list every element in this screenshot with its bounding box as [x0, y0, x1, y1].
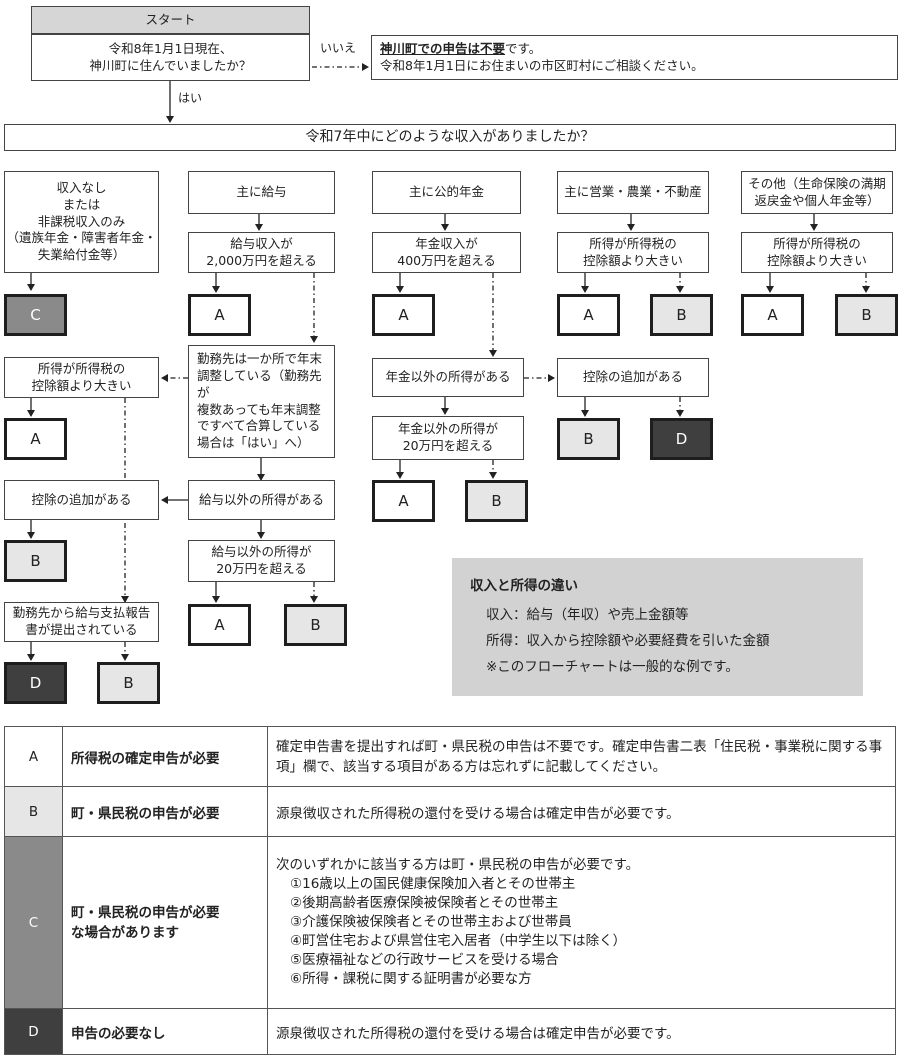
legend-key-b: B [4, 786, 63, 837]
business-income-exceeds: 所得が所得税の 控除額より大きい [557, 232, 709, 273]
result-a-pension-2: A [372, 480, 435, 522]
note-line-2: 所得：収入から控除額や必要経費を引いた金額 [486, 633, 770, 649]
not-required-bold: 神川町での申告は不要 [380, 40, 506, 56]
legend-desc-a: 確定申告書を提出すれば町・県民税の申告は不要です。確定申告書二表「住民税・事業税… [267, 726, 896, 787]
note-line-1: 収入：給与（年収）や売上金額等 [486, 607, 689, 623]
list-item: ⑥所得・課税に関する証明書が必要な方 [290, 971, 532, 987]
pension-other-over-20: 年金以外の所得が 20万円を超える [372, 416, 524, 460]
result-a-business: A [557, 294, 620, 336]
legend-desc-c: 次のいずれかに該当する方は町・県民税の申告が必要です。 ①16歳以上の国民健康保… [267, 836, 896, 1009]
other-income-exceeds: 所得が所得税の 控除額より大きい [741, 232, 893, 273]
not-required-box: 神川町での申告は不要です。 令和8年1月1日にお住まいの市区町村にご相談ください… [371, 35, 898, 80]
salary-year-end-adjust: 勤務先は一か所で年末 調整している（勤務先が 複数あっても年末調整 ですべて合算… [188, 345, 335, 458]
yes-label: はい [178, 91, 203, 105]
note-line-3: ※このフローチャートは一般的な例です。 [486, 659, 739, 675]
result-a-salary-2: A [4, 418, 67, 460]
salary-over-2000: 給与収入が 2,000万円を超える [188, 232, 335, 273]
result-a-pension: A [372, 294, 435, 336]
result-a-salary: A [188, 294, 251, 336]
result-b-business: B [650, 294, 713, 336]
category-salary: 主に給与 [188, 171, 335, 214]
table-row: B 町・県民税の申告が必要 源泉徴収された所得税の還付を受ける場合は確定申告が必… [4, 786, 896, 837]
result-b-salary-deduction: B [4, 540, 67, 582]
salary-other-income: 給与以外の所得がある [188, 480, 335, 520]
list-item: ⑤医療福祉などの行政サービスを受ける場合 [290, 952, 559, 968]
legend-c-intro: 次のいずれかに該当する方は町・県民税の申告が必要です。 [276, 857, 640, 873]
main-question: 令和7年中にどのような収入がありましたか？ [4, 124, 896, 151]
start-question: 令和8年1月1日現在、 神川町に住んでいましたか？ [31, 34, 310, 81]
pension-other-income: 年金以外の所得がある [372, 358, 524, 397]
legend-title-d: 申告の必要なし [62, 1008, 268, 1055]
legend-key-d: D [4, 1008, 63, 1055]
salary-income-exceeds: 所得が所得税の 控除額より大きい [4, 357, 159, 398]
income-vs-earnings-note: 収入と所得の違い 収入：給与（年収）や売上金額等 所得：収入から控除額や必要経費… [452, 558, 863, 696]
legend-title-b: 町・県民税の申告が必要 [62, 786, 268, 837]
list-item: ④町営住宅および県営住宅入居者（中学生以下は除く） [290, 933, 627, 949]
list-item: ③介護保険被保険者とその世帯主および世帯員 [290, 914, 572, 930]
no-label: いいえ [320, 41, 357, 55]
start-label: スタート [31, 6, 310, 34]
consult-text: 令和8年1月1日にお住まいの市区町村にご相談ください。 [380, 57, 704, 73]
result-d-salary: D [4, 662, 67, 704]
result-b-other: B [835, 294, 898, 336]
result-c: C [4, 294, 67, 336]
result-a-other: A [741, 294, 804, 336]
category-none: 収入なし または 非課税収入のみ （遺族年金・障害者年金・ 失業給付金等） [4, 171, 159, 273]
category-other: その他（生命保険の満期 返戻金や個人年金等） [741, 171, 893, 214]
category-business: 主に営業・農業・不動産 [557, 171, 709, 214]
salary-other-over-20: 給与以外の所得が 20万円を超える [188, 540, 335, 582]
result-b-pension-2: B [465, 480, 528, 522]
legend-key-c: C [4, 836, 63, 1009]
result-b-salary-3: B [97, 662, 160, 704]
list-item: ②後期高齢者医療保険被保険者とその世帯主 [290, 895, 559, 911]
table-row: D 申告の必要なし 源泉徴収された所得税の還付を受ける場合は確定申告が必要です。 [4, 1008, 896, 1055]
table-row: A 所得税の確定申告が必要 確定申告書を提出すれば町・県民税の申告は不要です。確… [4, 726, 896, 787]
legend-desc-b: 源泉徴収された所得税の還付を受ける場合は確定申告が必要です。 [267, 786, 896, 837]
salary-deduction: 控除の追加がある [4, 480, 159, 520]
table-row: C 町・県民税の申告が必要 な場合があります 次のいずれかに該当する方は町・県民… [4, 836, 896, 1009]
pension-deduction: 控除の追加がある [557, 358, 709, 397]
category-pension: 主に公的年金 [372, 171, 521, 214]
note-heading: 収入と所得の違い [470, 578, 578, 594]
result-a-salary-3: A [188, 604, 251, 646]
legend-desc-d: 源泉徴収された所得税の還付を受ける場合は確定申告が必要です。 [267, 1008, 896, 1055]
result-b-salary-2: B [284, 604, 347, 646]
list-item: ①16歳以上の国民健康保険加入者とその世帯主 [290, 876, 576, 892]
not-required-rest: です。 [505, 40, 542, 56]
result-d-pension: D [650, 418, 713, 460]
pension-over-400: 年金収入が 400万円を超える [372, 232, 521, 273]
result-legend-table: A 所得税の確定申告が必要 確定申告書を提出すれば町・県民税の申告は不要です。確… [4, 726, 896, 1055]
salary-report-submitted: 勤務先から給与支払報告 書が提出されている [4, 602, 159, 642]
legend-title-a: 所得税の確定申告が必要 [62, 726, 268, 787]
result-b-pension-deduction: B [557, 418, 620, 460]
legend-title-c: 町・県民税の申告が必要 な場合があります [62, 836, 268, 1009]
legend-key-a: A [4, 726, 63, 787]
